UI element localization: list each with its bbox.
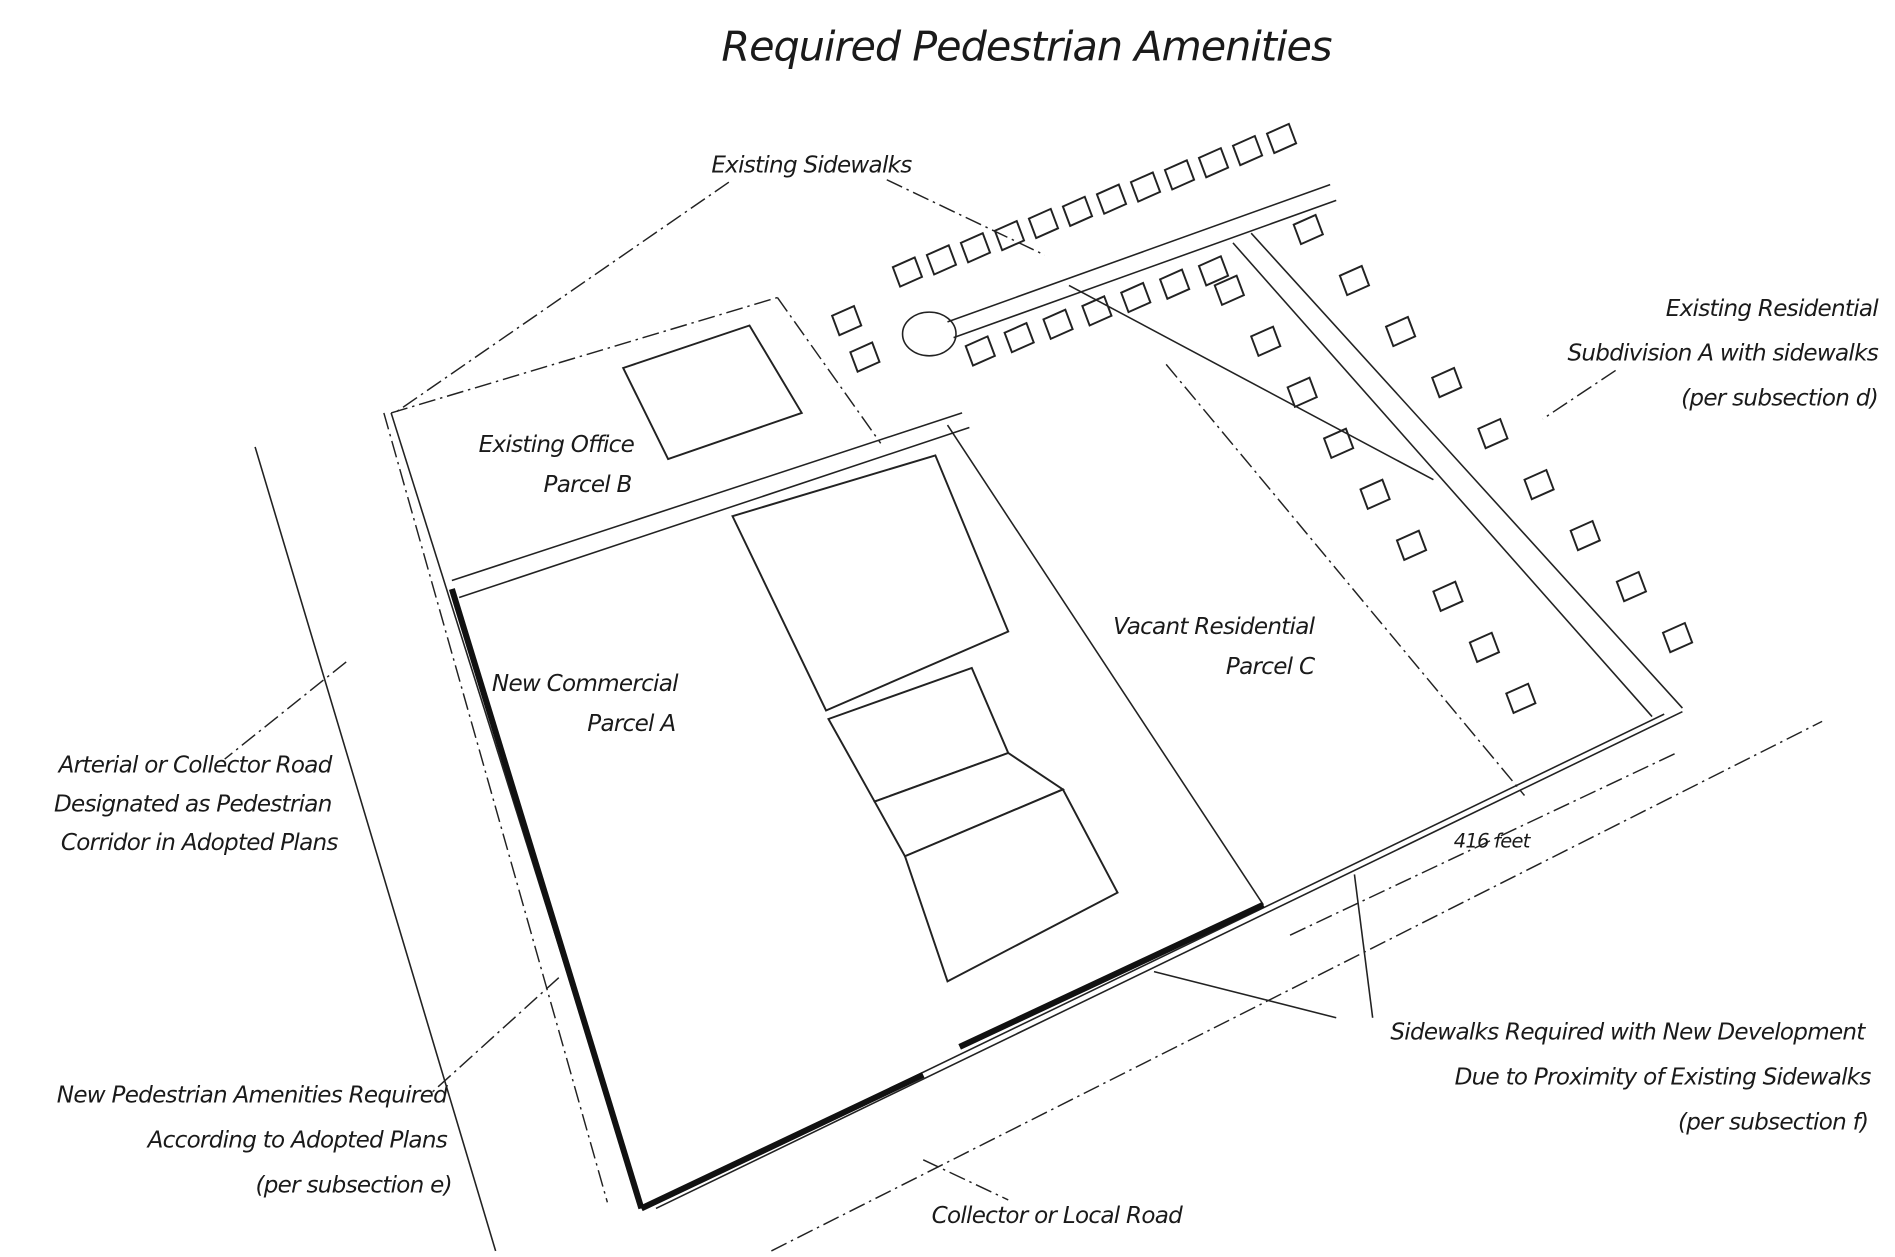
house bbox=[849, 341, 881, 373]
house bbox=[1615, 570, 1648, 603]
house bbox=[1569, 519, 1602, 552]
house bbox=[964, 335, 997, 367]
house bbox=[1523, 468, 1555, 501]
house bbox=[830, 304, 863, 337]
house bbox=[1163, 159, 1196, 191]
house bbox=[1286, 376, 1319, 409]
label-existing-sidewalks: Existing Sidewalks bbox=[711, 152, 912, 178]
commercial-building-main bbox=[731, 454, 1010, 712]
house bbox=[993, 219, 1026, 252]
label-existing-residential-3: (per subsection d) bbox=[1681, 386, 1878, 412]
label-arterial-road-1: Arterial or Collector Road bbox=[57, 752, 333, 778]
label-existing-residential-2: Subdivision A with sidewalks bbox=[1567, 341, 1878, 367]
label-sidewalks-required-3: (per subsection f) bbox=[1678, 1109, 1868, 1135]
house bbox=[1249, 325, 1282, 358]
label-vacant-residential-1: Vacant Residential bbox=[1113, 614, 1316, 640]
label-new-pedestrian-3: (per subsection e) bbox=[255, 1173, 451, 1199]
house bbox=[1661, 621, 1694, 654]
label-new-commercial-2: Parcel A bbox=[587, 711, 675, 737]
house bbox=[1129, 171, 1162, 203]
required-sidewalks bbox=[448, 588, 1265, 1212]
label-sidewalks-required-1: Sidewalks Required with New Development bbox=[1390, 1020, 1866, 1046]
house bbox=[1231, 134, 1264, 167]
house bbox=[1430, 366, 1463, 399]
label-new-pedestrian-2: According to Adopted Plans bbox=[146, 1128, 448, 1154]
label-sidewalks-required-2: Due to Proximity of Existing Sidewalks bbox=[1455, 1065, 1872, 1091]
house bbox=[925, 244, 958, 276]
house bbox=[1468, 631, 1501, 664]
label-arterial-road-3: Corridor in Adopted Plans bbox=[61, 830, 338, 856]
house bbox=[1338, 264, 1371, 297]
label-existing-office-2: Parcel B bbox=[544, 472, 632, 498]
arterial-road bbox=[254, 412, 609, 1252]
house bbox=[1119, 281, 1152, 314]
label-collector-road: Collector or Local Road bbox=[932, 1203, 1184, 1229]
house bbox=[1003, 321, 1035, 354]
house bbox=[891, 256, 924, 288]
house bbox=[1505, 682, 1537, 715]
access-street bbox=[451, 412, 970, 599]
house bbox=[1477, 417, 1509, 450]
house bbox=[1322, 427, 1355, 460]
house bbox=[1095, 183, 1128, 216]
label-new-pedestrian-1: New Pedestrian Amenities Required bbox=[57, 1083, 448, 1109]
house bbox=[1265, 122, 1298, 155]
house bbox=[1384, 315, 1417, 348]
house bbox=[1359, 478, 1391, 511]
house bbox=[1292, 213, 1325, 246]
house bbox=[1432, 580, 1464, 613]
office-building bbox=[621, 324, 804, 461]
label-existing-office-1: Existing Office bbox=[479, 432, 635, 458]
house bbox=[1158, 268, 1191, 301]
diagram-title: Required Pedestrian Amenities bbox=[721, 23, 1332, 71]
house bbox=[1197, 146, 1230, 179]
label-new-commercial-1: New Commercial bbox=[492, 671, 679, 697]
distance-label: 416 feet bbox=[1454, 830, 1532, 853]
house bbox=[1395, 529, 1428, 562]
house bbox=[1042, 308, 1074, 341]
commercial-building-annex-3 bbox=[903, 788, 1119, 983]
leader-lines bbox=[224, 179, 1677, 1201]
label-vacant-residential-2: Parcel C bbox=[1226, 654, 1316, 680]
label-existing-residential-1: Existing Residential bbox=[1666, 296, 1880, 322]
label-arterial-road-2: Designated as Pedestrian bbox=[54, 791, 332, 817]
house bbox=[1061, 195, 1094, 228]
subdivision-streets bbox=[901, 183, 1684, 718]
house bbox=[1197, 254, 1230, 287]
house bbox=[1027, 207, 1060, 240]
residential-houses bbox=[830, 122, 1694, 715]
house bbox=[959, 231, 992, 264]
house bbox=[1213, 274, 1246, 307]
collector-road bbox=[655, 710, 1823, 1252]
